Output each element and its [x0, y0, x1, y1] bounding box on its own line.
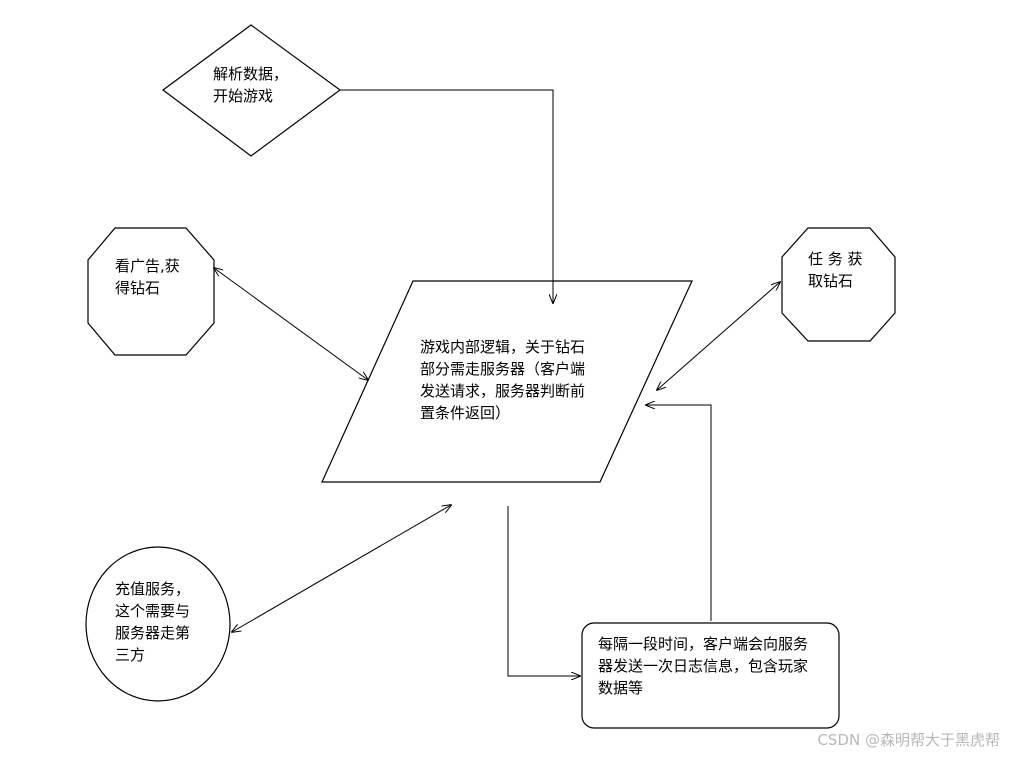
watch-ad-line: 看广告,获: [115, 257, 180, 275]
log-upload-line: 数据等: [598, 679, 644, 697]
arrow-task-logic: [657, 282, 780, 390]
parse-data-label: 解析数据， 开始游戏: [213, 63, 288, 107]
arrow-logic-to-log: [507, 506, 580, 676]
watch-ad-line: 得钻石: [115, 279, 161, 297]
csdn-watermark: CSDN @森明帮大于黑虎帮: [817, 731, 1000, 749]
arrow-recharge-logic: [232, 505, 451, 632]
game-logic-label: 游戏内部逻辑，关于钻石 部分需走服务器（客户端 发送请求，服务器判断前 置条件返…: [420, 336, 585, 424]
game-logic-line: 游戏内部逻辑，关于钻石: [420, 338, 586, 356]
game-logic-line: 部分需走服务器（客户端: [420, 360, 586, 378]
watch-ad-label: 看广告,获 得钻石: [115, 255, 180, 299]
recharge-line: 三方: [115, 646, 146, 664]
game-logic-line: 置条件返回）: [420, 404, 511, 422]
recharge-line: 服务器走第: [115, 624, 191, 642]
task-octagon[interactable]: [781, 227, 896, 342]
task-line: 取钻石: [808, 272, 854, 290]
log-upload-rect[interactable]: [581, 622, 840, 729]
game-logic-line: 发送请求，服务器判断前: [420, 382, 586, 400]
watch-ad-octagon[interactable]: [87, 227, 215, 356]
log-upload-label: 每隔一段时间，客户端会向服务 器发送一次日志信息，包含玩家 数据等: [598, 633, 808, 699]
parse-data-line: 开始游戏: [213, 87, 274, 105]
task-label: 任 务 获 取钻石: [808, 248, 863, 292]
log-upload-line: 每隔一段时间，客户端会向服务: [598, 635, 809, 653]
task-line: 任 务 获: [808, 250, 863, 268]
arrow-ad-logic: [214, 268, 368, 380]
recharge-line: 充值服务，: [115, 580, 191, 598]
recharge-label: 充值服务， 这个需要与 服务器走第 三方: [115, 578, 190, 666]
arrow-log-to-logic: [646, 405, 712, 621]
arrow-parse-to-logic: [340, 89, 553, 303]
log-upload-line: 器发送一次日志信息，包含玩家: [598, 657, 809, 675]
parse-data-line: 解析数据，: [213, 65, 289, 83]
game-logic-parallelogram[interactable]: [321, 280, 693, 483]
recharge-line: 这个需要与: [115, 602, 191, 620]
